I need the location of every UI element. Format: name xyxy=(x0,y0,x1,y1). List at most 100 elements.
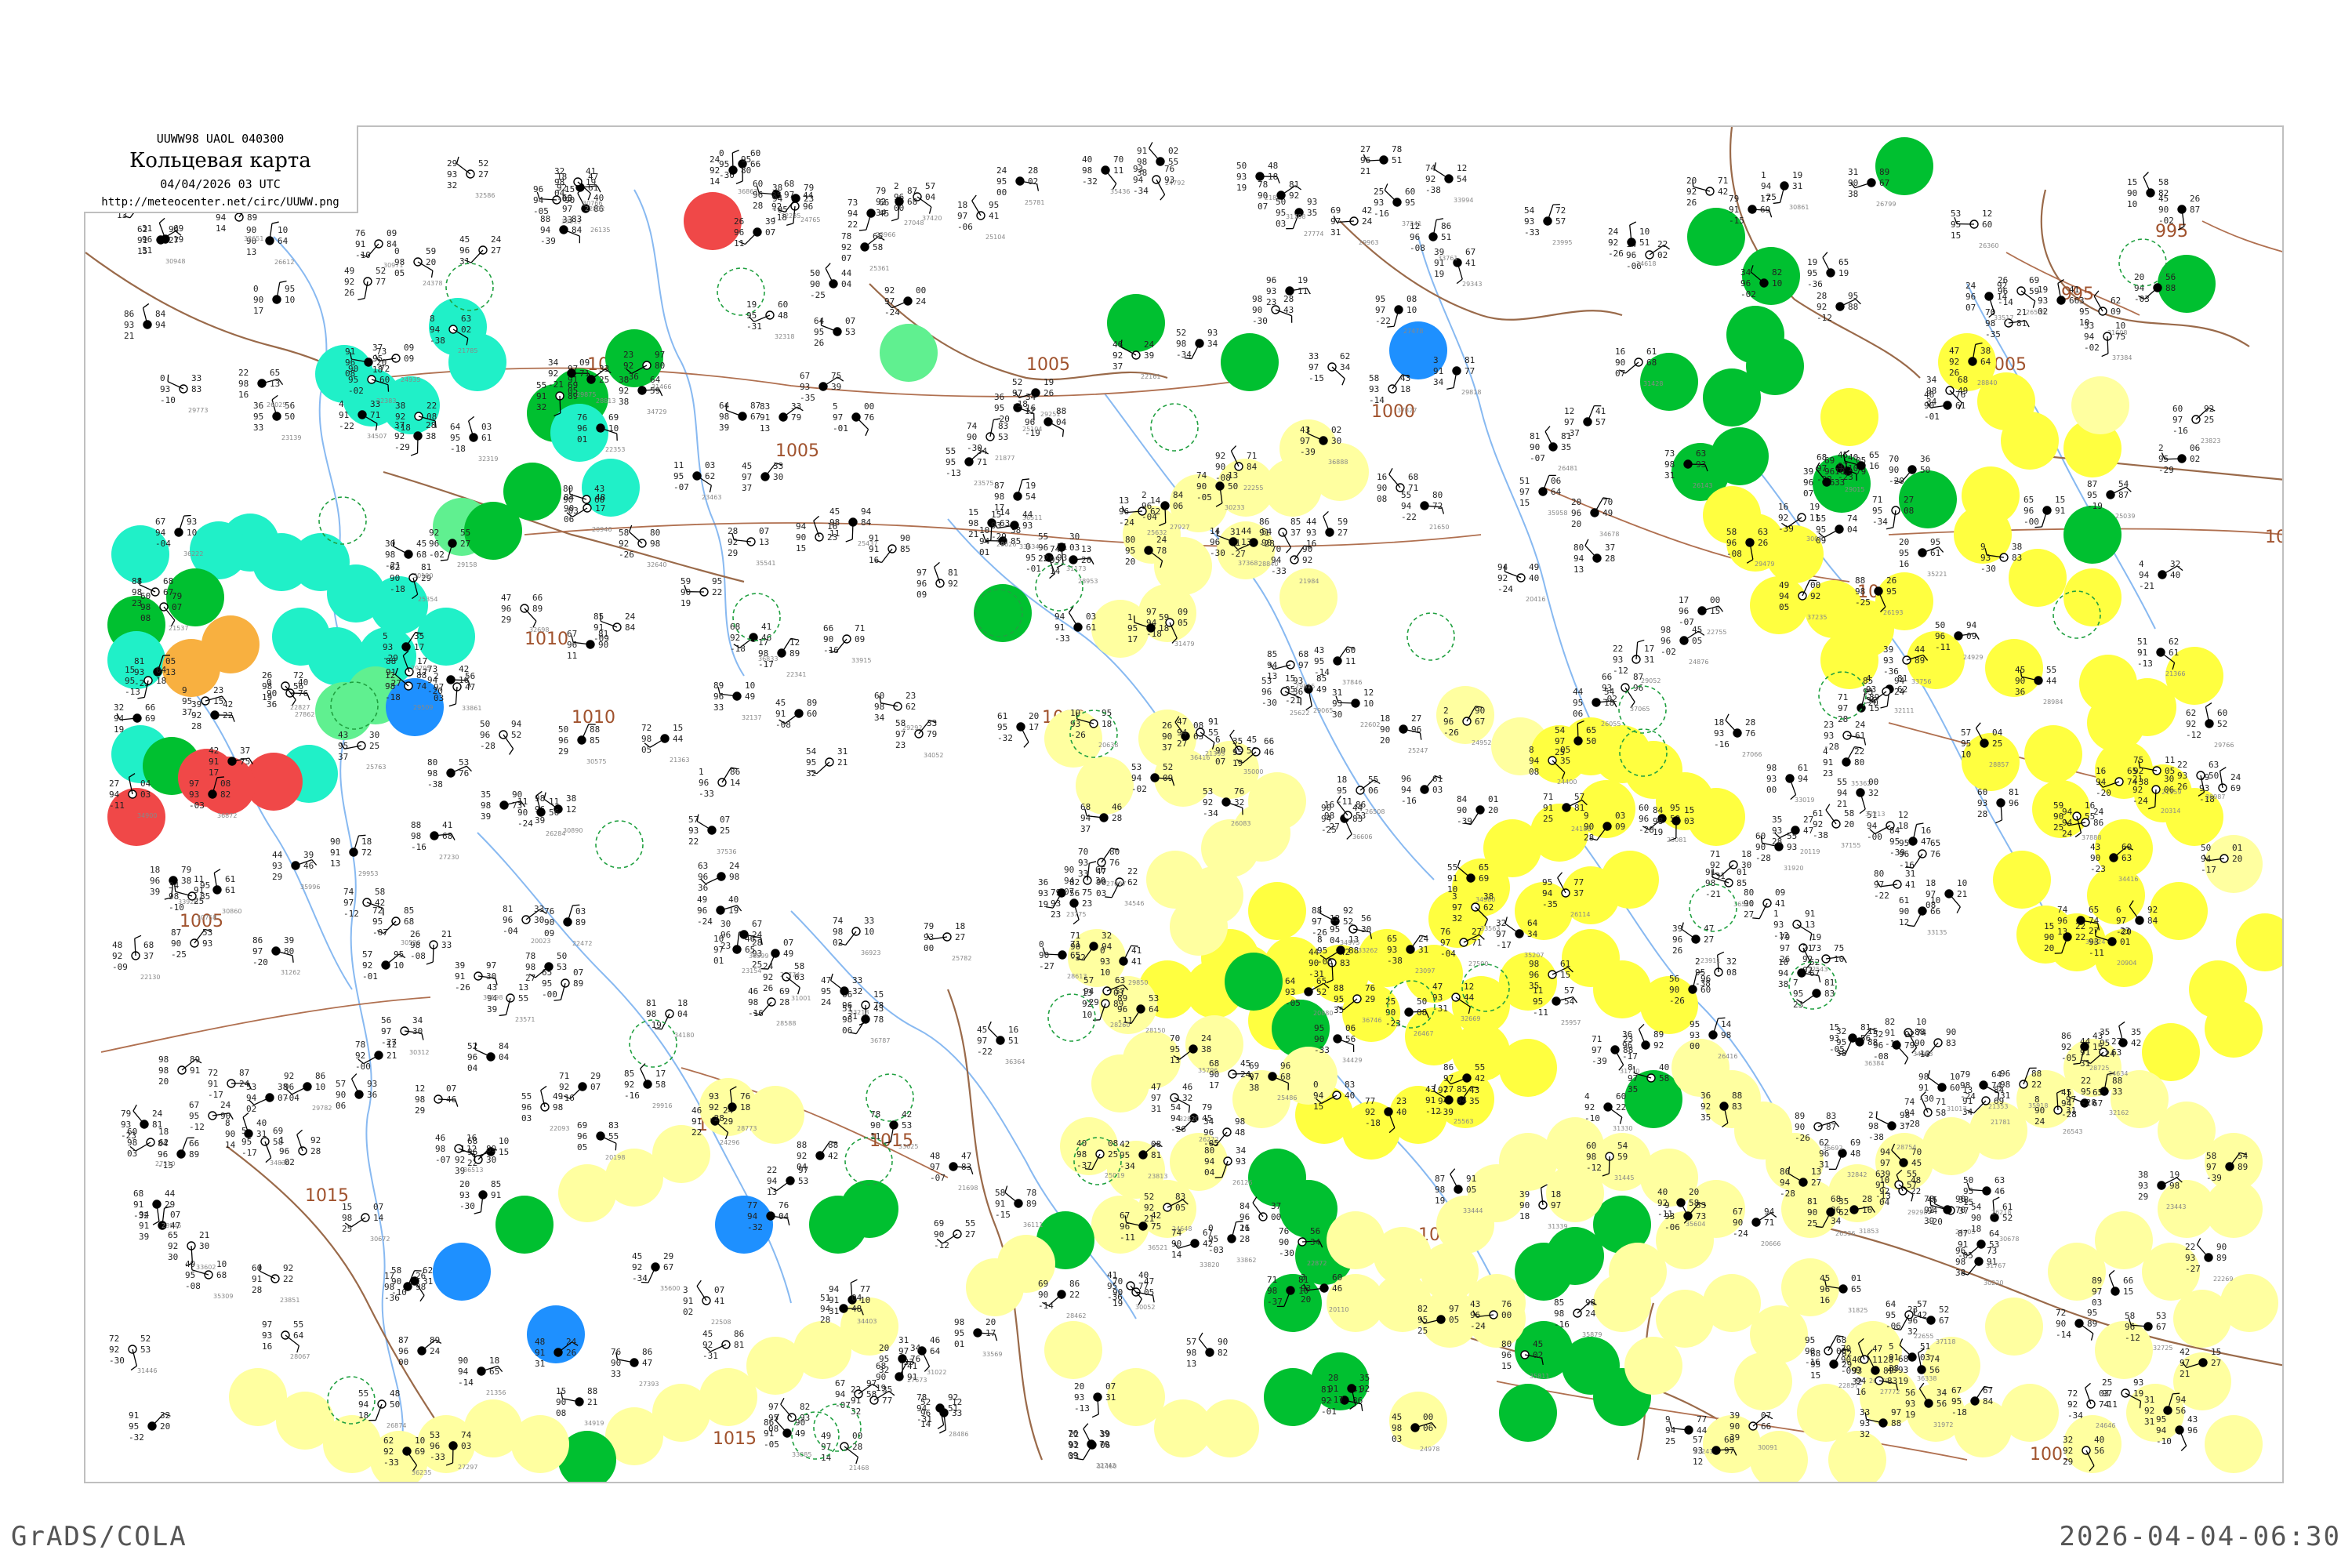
station-value: 98 xyxy=(1137,157,1147,167)
station-highlight-green xyxy=(166,568,224,626)
station-value: 37 xyxy=(1900,1121,1910,1131)
station-value: 93 xyxy=(1307,197,1317,207)
wind-barb-icon xyxy=(205,695,223,702)
station-id: 29052 xyxy=(1641,677,1661,684)
station-id: 27048 xyxy=(904,220,924,227)
station-value: 71 xyxy=(1267,1275,1277,1285)
station-value: 97 xyxy=(1874,880,1884,890)
station-value: 52 xyxy=(1316,987,1327,997)
station-value: 4 xyxy=(1866,673,1871,684)
station-value: 94 xyxy=(169,224,180,234)
station-value: 92 xyxy=(344,277,354,287)
station-value: -22 xyxy=(977,1047,993,1057)
station-id: 20904 xyxy=(2117,960,2136,967)
station-value: 93 xyxy=(1524,216,1534,227)
wind-barb-icon xyxy=(1824,528,1840,539)
station-value: 96 xyxy=(697,906,707,916)
station-value: 20 xyxy=(2044,943,2054,953)
station-value: 82 xyxy=(1772,267,1782,278)
station-value: 96 xyxy=(577,423,587,434)
station-value: 31 xyxy=(1418,945,1428,955)
station-value: 93 xyxy=(367,1079,377,1089)
station-value: 96 xyxy=(1661,636,1671,646)
station-value: 68 xyxy=(1080,802,1091,812)
station-value: 38 xyxy=(1778,979,1788,989)
station-value: 00 xyxy=(1868,777,1878,787)
station-value: 3 xyxy=(683,1285,688,1295)
station-value: -31 xyxy=(702,1351,718,1361)
station-value: 44 xyxy=(2046,676,2057,686)
station-value: 22 xyxy=(1657,239,1668,249)
station-id: 20666 xyxy=(1761,1240,1780,1247)
station-value: 14 xyxy=(710,176,720,187)
station-value: 77 xyxy=(882,1396,892,1406)
station-id: 25354 xyxy=(418,596,437,603)
station-value: 96 xyxy=(158,1149,168,1160)
station-value: 90 xyxy=(598,640,608,650)
wind-barb-icon xyxy=(387,384,390,392)
station-id: 26874 xyxy=(387,1422,406,1429)
wind-barb-icon xyxy=(253,1097,270,1105)
station-value: 03 xyxy=(1096,888,1106,898)
wind-barb-icon xyxy=(1755,1212,1771,1223)
station-value: 55 xyxy=(1907,1169,1917,1179)
station-value: 67 xyxy=(1203,1228,1213,1238)
station-highlight-pale-yellow xyxy=(1750,1431,1808,1482)
station-value: 29 xyxy=(663,1251,673,1261)
station-value: 96 xyxy=(1119,506,1129,517)
station-value: -19 xyxy=(646,1020,662,1030)
station-value: 03 xyxy=(127,1149,137,1159)
station-value: 42 xyxy=(223,699,233,710)
station-highlight-cyan xyxy=(550,404,608,462)
station-value: 91 xyxy=(683,1296,693,1306)
wind-barb-icon xyxy=(2085,1382,2091,1388)
station-id: 25247 xyxy=(1408,747,1428,754)
station-value: 89 xyxy=(1113,999,1123,1009)
station-id: 36111 xyxy=(1023,1221,1043,1229)
station-value: 61 xyxy=(225,874,235,884)
station-value: 19 xyxy=(1298,275,1308,285)
station-id: 30948 xyxy=(165,258,185,265)
station-value: 22 xyxy=(1069,1429,1079,1439)
station-highlight-green xyxy=(1279,1180,1338,1238)
station-value: 26 xyxy=(1886,575,1896,586)
station-value: 7 xyxy=(1793,978,1798,988)
station-value: 90 xyxy=(1730,1421,1740,1432)
wind-barb-icon xyxy=(696,1286,707,1301)
station-value: 03 xyxy=(1392,1434,1402,1444)
wind-barb-icon xyxy=(661,1013,670,1029)
station-value: 31 xyxy=(2066,1105,2076,1116)
station-value: 12 xyxy=(1025,406,1035,416)
station-value: 24 xyxy=(1240,1069,1251,1080)
station-value: 93 xyxy=(1773,920,1784,930)
station-value: 15 xyxy=(499,1147,509,1157)
station-id: 26284 xyxy=(546,830,565,837)
station-value: 94 xyxy=(767,1176,778,1186)
station-value: 79 xyxy=(791,412,801,423)
station-value: 24 xyxy=(2034,1116,2045,1127)
station-value: 0 xyxy=(160,373,165,383)
station-value: 72 xyxy=(109,1334,119,1344)
station-value: 25 xyxy=(1543,814,1553,824)
station-value: 86 xyxy=(734,1329,744,1339)
station-value: 93 xyxy=(1824,731,1834,741)
station-value: 94 xyxy=(1204,1156,1215,1167)
station-id: 34634 xyxy=(2108,1070,2128,1077)
station-id: 32318 xyxy=(775,333,794,340)
station-value: 47 xyxy=(642,1358,652,1368)
station-value: -00 xyxy=(1867,832,1882,842)
station-id: 33625 xyxy=(898,1143,918,1150)
station-value: 98 xyxy=(525,962,535,972)
station-highlight-pale-yellow xyxy=(1844,1321,1902,1379)
station-value: 83 xyxy=(1340,958,1350,968)
station-value: 8 xyxy=(225,1118,230,1128)
station-value: -19 xyxy=(2087,501,2103,511)
wind-barb-icon xyxy=(1020,726,1029,742)
